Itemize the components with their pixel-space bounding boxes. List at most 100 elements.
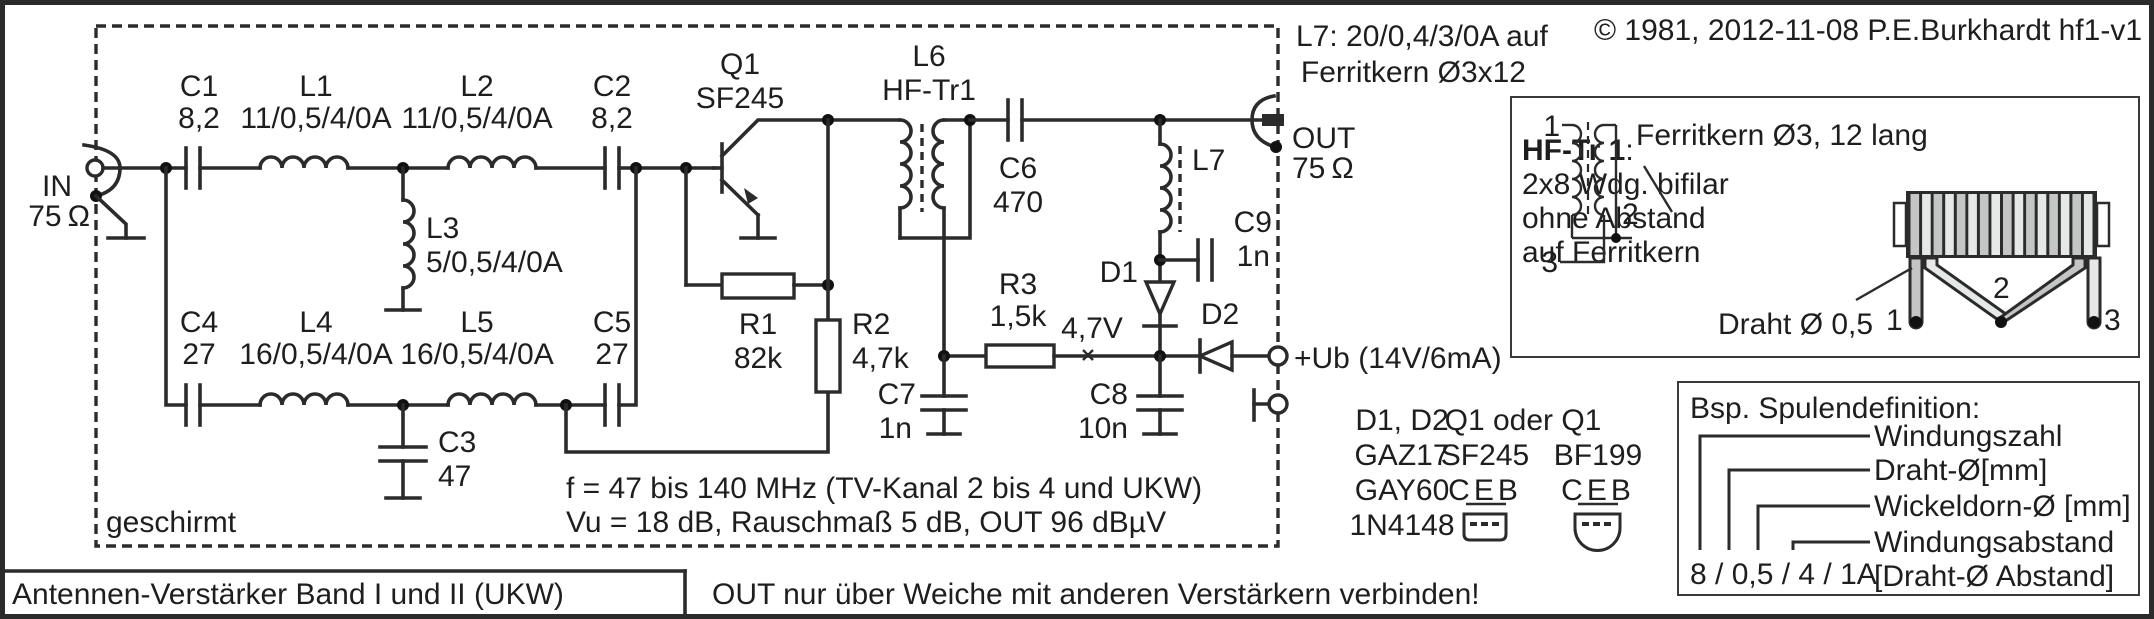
wire-label: Draht Ø 0,5	[1718, 308, 1873, 341]
coil-def-field-2: Draht-Ø[mm]	[1874, 454, 2047, 487]
winding-turn	[1968, 194, 1977, 255]
shield-label: geschirmt	[106, 506, 237, 539]
out-label: OUT	[1292, 122, 1355, 155]
transistor-pins-2: CEB	[1561, 474, 1635, 507]
shield-boundary	[94, 24, 1280, 548]
r1-ref: R1	[739, 308, 777, 341]
l7-note-line-1: L7: 20/0,4/3/0A auf	[1296, 20, 1549, 53]
l4-inductor	[258, 392, 350, 407]
c6-ref: C6	[999, 152, 1037, 185]
c5-value: 27	[595, 338, 628, 371]
q1-transistor	[712, 118, 830, 240]
l3-value: 5/0,5/4/0A	[426, 246, 563, 279]
package-bf199-icon	[1573, 512, 1622, 552]
transistor-type-2: BF199	[1554, 439, 1642, 472]
l5-ref: L5	[460, 306, 493, 339]
c5-capacitor	[603, 383, 621, 427]
coil-def-field-4: Windungsabstand	[1874, 526, 2114, 559]
hf-tr-symbol	[1560, 122, 1632, 264]
l2-value: 11/0,5/4/0A	[401, 102, 552, 135]
l1-inductor	[258, 155, 350, 170]
out-impedance: 75 Ω	[1292, 152, 1354, 185]
l5-inductor	[446, 392, 538, 407]
l3-inductor	[401, 198, 416, 290]
winding-turn	[1979, 194, 1989, 255]
l5-value: 16/0,5/4/0A	[400, 338, 553, 371]
coil-def-heading: Bsp. Spulendefinition:	[1690, 392, 1980, 425]
d1-ref: D1	[1100, 256, 1138, 289]
c8-ref: C8	[1090, 378, 1128, 411]
core-pin-1: 1	[1886, 304, 1903, 337]
d2-diode	[1195, 338, 1270, 374]
core-pin-2: 2	[1993, 272, 2010, 305]
q1-value: SF245	[696, 82, 784, 115]
c2-value: 8,2	[591, 102, 633, 135]
r1-resistor	[720, 272, 796, 300]
input-connector-icon	[81, 142, 146, 240]
l4-value: 16/0,5/4/0A	[239, 338, 392, 371]
winding-turn	[1933, 194, 1943, 255]
ground-terminal-icon	[1252, 388, 1289, 422]
l7-ref: L7	[1192, 144, 1225, 177]
diode-type-1: GAZ17	[1354, 439, 1449, 472]
note-text: OUT nur über Weiche mit anderen Verstärk…	[712, 578, 1480, 611]
hf-tr-pin-2: 2	[1622, 198, 1639, 231]
supply-terminal	[1267, 345, 1289, 367]
c4-value: 27	[182, 338, 215, 371]
l1-value: 11/0,5/4/0A	[240, 102, 391, 135]
hf-tr-detail-box	[1510, 96, 2140, 358]
l2-ref: L2	[460, 70, 493, 103]
l6-ref: L6	[912, 40, 945, 73]
r3-ref: R3	[999, 268, 1037, 301]
winding-turn	[2037, 194, 2047, 255]
core-label: Ferritkern Ø3, 12 lang	[1636, 119, 1928, 152]
r3-value: 1,5k	[990, 300, 1048, 333]
c4-ref: C4	[180, 306, 218, 339]
r2-ref: R2	[852, 308, 890, 341]
l1-ref: L1	[299, 70, 332, 103]
winding-turn	[1922, 194, 1931, 255]
transistor-header: Q1 oder Q1	[1445, 404, 1602, 437]
spec-line-1: f = 47 bis 140 MHz (TV-Kanal 2 bis 4 und…	[566, 472, 1202, 505]
core-leader-line	[1642, 165, 1674, 213]
c9-capacitor	[1196, 238, 1214, 282]
hf-tr-line-2: ohne Abstand	[1522, 202, 1706, 235]
title-text: Antennen-Verstärker Band I und II (UKW)	[12, 578, 564, 611]
r2-resistor	[814, 318, 842, 394]
l6-value: HF-Tr1	[882, 74, 976, 107]
r2-value: 4,7k	[852, 342, 910, 375]
l7-note-line-2: Ferritkern Ø3x12	[1301, 56, 1526, 89]
testpoint-marker	[1082, 349, 1094, 361]
testpoint-voltage: 4,7V	[1061, 312, 1123, 345]
c7-ref: C7	[878, 378, 916, 411]
c9-ref: C9	[1234, 206, 1272, 239]
winding-turn	[2049, 194, 2058, 255]
in-label: IN	[42, 170, 72, 203]
c9-value: 1n	[1237, 240, 1270, 273]
package-sf245-icon	[1462, 512, 1508, 542]
hf-tr-line-3: auf Ferritkern	[1522, 236, 1700, 269]
c5-ref: C5	[593, 306, 631, 339]
winding-turn	[1956, 194, 1966, 255]
r1-value: 82k	[734, 342, 783, 375]
d2-ref: D2	[1201, 298, 1239, 331]
q1-ref: Q1	[720, 48, 760, 81]
diode-type-2: GAY60	[1355, 474, 1450, 507]
r3-resistor	[984, 343, 1056, 369]
in-impedance: 75 Ω	[28, 200, 90, 233]
winding-turn	[2060, 194, 2070, 255]
supply-label: +Ub (14V/6mA)	[1294, 342, 1502, 375]
transistor-type-1: SF245	[1441, 439, 1529, 472]
l3-ref: L3	[426, 212, 459, 245]
wire-leader-line	[1855, 266, 1913, 302]
coil-def-field-1: Windungszahl	[1874, 420, 2062, 453]
winding-turn	[2003, 194, 2012, 255]
c7-value: 1n	[879, 412, 912, 445]
c1-value: 8,2	[178, 102, 220, 135]
coil-def-field-3: Wickeldorn-Ø [mm]	[1874, 490, 2131, 523]
winding-turn	[2014, 194, 2024, 255]
output-connector-icon	[1250, 93, 1284, 153]
copyright-text: © 1981, 2012-11-08 P.E.Burkhardt hf1-v1	[1594, 14, 2142, 47]
d1-diode	[1142, 280, 1178, 358]
